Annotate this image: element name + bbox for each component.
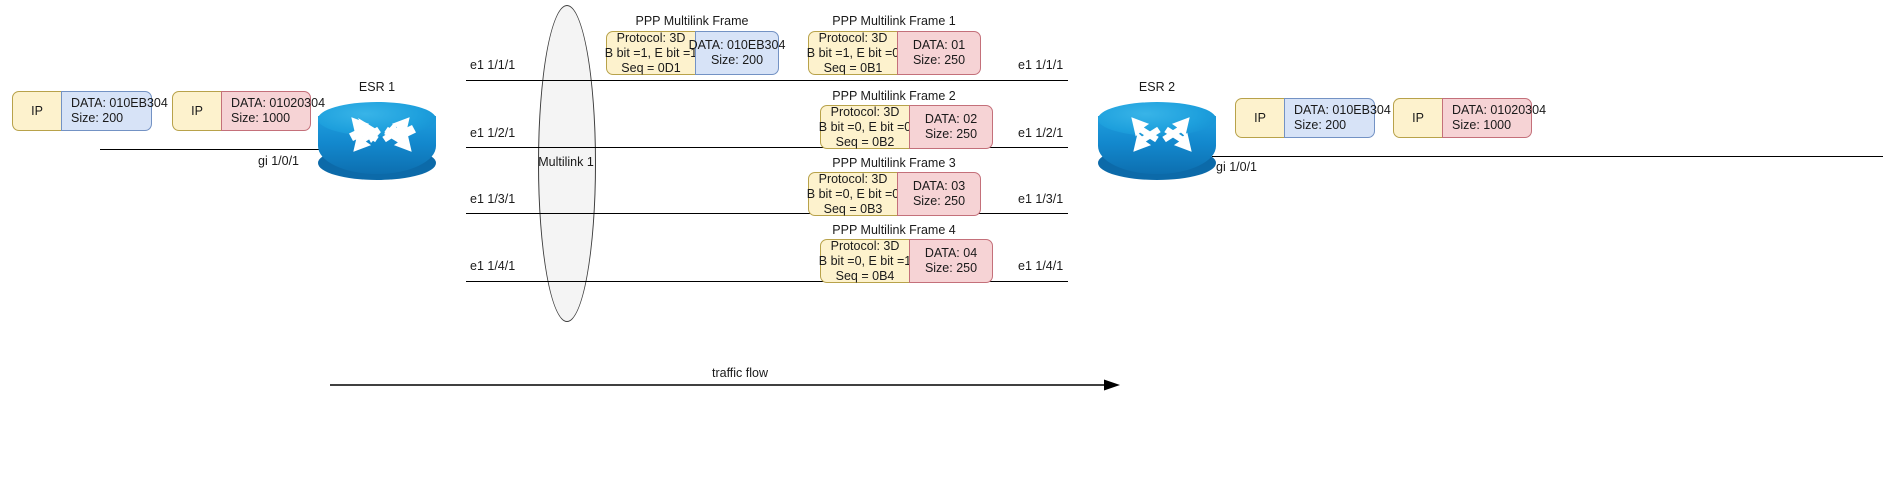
link-3-frame-1-size: Size: 250 [912,194,966,208]
link-2-frame-1-seq: Seq = 0B2 [835,134,895,149]
link-3-frame-1-seq: Seq = 0B3 [823,201,883,216]
left-packet-2-size: Size: 1000 [231,111,291,125]
link-1-frame-2-data: DATA: 01 [912,38,966,52]
multilink-bundle-label: Multilink 1 [538,155,594,169]
link-4-frame-1-data: DATA: 04 [924,246,978,260]
link-1-right-interface-label: e1 1/1/1 [1018,58,1064,72]
router-arrows-icon [1131,117,1192,152]
link-4-left-interface-label: e1 1/4/1 [470,259,516,273]
link-2-frame-1-protocol: Protocol: 3D [830,104,900,119]
right-packet-2-ip-label: IP [1412,110,1424,125]
left-packet-1-ip-label: IP [31,103,43,118]
link-4-right-interface-label: e1 1/4/1 [1018,259,1064,273]
router-esr-2 [1098,102,1216,188]
router-esr-1 [318,102,436,188]
multilink-bundle-ellipse [538,5,596,322]
right-packet-2-data: DATA: 01020304 [1452,103,1547,117]
left-packet-2-ip-label: IP [191,103,203,118]
right-packet-2-size: Size: 1000 [1452,118,1512,132]
right-packet-1-ip-header: IP [1235,98,1285,138]
left-lan-wire [100,149,372,150]
link-3-frame-1-bits: B bit =0, E bit =0 [806,186,900,201]
left-packet-1-payload: DATA: 010EB304 Size: 200 [61,91,168,131]
link-1-frame-1-size: Size: 200 [710,53,764,67]
link-2-frame-1-title: PPP Multilink Frame 2 [832,89,956,103]
right-gi-interface-label: gi 1/0/1 [1216,160,1258,174]
right-packet-1-data: DATA: 010EB304 [1294,103,1391,117]
link-4-frame-1-seq: Seq = 0B4 [835,268,895,283]
link-1-frame-1-protocol: Protocol: 3D [616,30,686,45]
link-3-left-interface-label: e1 1/3/1 [470,192,516,206]
link-1-frame-2-protocol: Protocol: 3D [818,30,888,45]
link-3-frame-1-protocol: Protocol: 3D [818,171,888,186]
router-arrows-icon-2 [351,117,412,152]
link-1-frame-1-seq: Seq = 0D1 [621,60,681,75]
link-4-frame-1-protocol: Protocol: 3D [830,238,900,253]
right-packet-1-size: Size: 200 [1294,118,1347,132]
right-router-label: ESR 2 [1138,80,1176,94]
link-1-frame-2-header: Protocol: 3D B bit =1, E bit =0 Seq = 0B… [806,30,900,75]
link-4-frame-1-size: Size: 250 [924,261,978,275]
link-3-wire [466,213,1068,214]
link-2-frame-1-data: DATA: 02 [924,112,978,126]
left-packet-1-ip-header: IP [12,91,62,131]
link-1-frame-2-size: Size: 250 [912,53,966,67]
link-2-wire [466,147,1068,148]
link-1-frame-2-title: PPP Multilink Frame 1 [832,14,956,28]
traffic-flow-arrow-icon [330,379,1120,391]
link-4-wire [466,281,1068,282]
link-2-frame-1-bits: B bit =0, E bit =0 [818,119,912,134]
link-2-frame-1-size: Size: 250 [924,127,978,141]
link-3-frame-1-payload: DATA: 03 Size: 250 [897,172,981,216]
link-4-frame-1-header: Protocol: 3D B bit =0, E bit =1 Seq = 0B… [818,238,912,283]
left-router-label: ESR 1 [358,80,396,94]
right-packet-1-ip-label: IP [1254,110,1266,125]
left-packet-2-ip-header: IP [172,91,222,131]
traffic-flow-label: traffic flow [711,366,769,380]
left-packet-1-data: DATA: 010EB304 [71,96,168,110]
link-1-frame-1-payload: DATA: 010EB304 Size: 200 [689,31,785,75]
right-packet-2-payload: DATA: 01020304 Size: 1000 [1442,98,1546,138]
right-packet-1-payload: DATA: 010EB304 Size: 200 [1284,98,1391,138]
link-3-frame-1-header: Protocol: 3D B bit =0, E bit =0 Seq = 0B… [806,171,900,216]
link-1-frame-2-bits: B bit =1, E bit =0 [806,45,900,60]
link-4-frame-1-title: PPP Multilink Frame 4 [832,223,956,237]
link-2-frame-1-payload: DATA: 02 Size: 250 [909,105,993,149]
link-1-left-interface-label: e1 1/1/1 [470,58,516,72]
link-1-frame-1-data: DATA: 010EB304 [688,38,786,52]
link-3-right-interface-label: e1 1/3/1 [1018,192,1064,206]
left-packet-2-payload: DATA: 01020304 Size: 1000 [221,91,325,131]
link-1-frame-1-header: Protocol: 3D B bit =1, E bit =1 Seq = 0D… [604,30,698,75]
right-lan-wire [1212,156,1883,157]
left-gi-interface-label: gi 1/0/1 [258,154,300,168]
link-1-wire [466,80,1068,81]
right-packet-2-ip-header: IP [1393,98,1443,138]
link-4-frame-1-payload: DATA: 04 Size: 250 [909,239,993,283]
link-1-frame-2-payload: DATA: 01 Size: 250 [897,31,981,75]
link-3-frame-1-data: DATA: 03 [912,179,966,193]
link-1-frame-2-seq: Seq = 0B1 [823,60,883,75]
link-4-frame-1-bits: B bit =0, E bit =1 [818,253,912,268]
link-2-left-interface-label: e1 1/2/1 [470,126,516,140]
link-1-frame-1-title: PPP Multilink Frame [635,14,749,28]
left-packet-2-data: DATA: 01020304 [231,96,326,110]
link-1-frame-1-bits: B bit =1, E bit =1 [604,45,698,60]
link-2-frame-1-header: Protocol: 3D B bit =0, E bit =0 Seq = 0B… [818,104,912,149]
left-packet-1-size: Size: 200 [71,111,124,125]
link-2-right-interface-label: e1 1/2/1 [1018,126,1064,140]
link-3-frame-1-title: PPP Multilink Frame 3 [832,156,956,170]
